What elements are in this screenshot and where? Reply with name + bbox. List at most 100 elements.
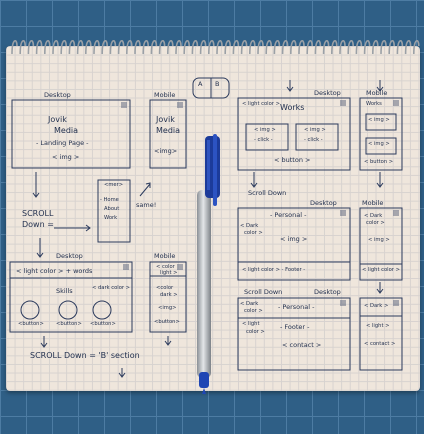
r-light-color: < light color > (242, 101, 280, 107)
spiral-ring (183, 39, 190, 55)
r3-dark-2: color > (244, 308, 263, 314)
menu-item-2: About (104, 206, 120, 212)
r-img-2: < img > (304, 127, 326, 133)
skill-button-2: <button> (56, 321, 82, 327)
mobile-wireframe-1 (149, 99, 187, 169)
menu-item-0: <mer> (104, 182, 124, 188)
r-label-desktop-2: Desktop (310, 199, 337, 207)
r-label-mobile-1: Mobile (366, 89, 388, 97)
spiral-ring (27, 39, 35, 55)
spiral-ring (298, 39, 305, 55)
spiral-ring (167, 39, 174, 55)
r-footer: < light color > - Footer - (242, 267, 306, 273)
scroll-text: SCROLL (22, 209, 54, 218)
r-mobile-img-1: < img > (368, 117, 390, 123)
r-img-1: < img > (254, 127, 276, 133)
spiral-ring (331, 39, 338, 55)
mobile2-img: <img> (158, 305, 177, 311)
spiral-ring (142, 39, 149, 55)
r3-m-dark: < Dark > (364, 303, 389, 309)
r-button: < button > (274, 156, 311, 164)
spiral-ring (273, 39, 281, 55)
spiral-ring (339, 39, 346, 55)
r3-personal: - Personal - (278, 303, 315, 311)
scroll-down-b-section: SCROLL Down = 'B' section (30, 351, 140, 360)
spiral-ring (60, 39, 67, 55)
r-personal: - Personal - (270, 211, 307, 219)
spiral-ring (35, 39, 43, 55)
spiral-ring (93, 39, 100, 55)
r-label-desktop-3: Desktop (314, 288, 341, 296)
menu-wireframe (97, 179, 131, 243)
r-scroll-down-2: Scroll Down (244, 288, 283, 296)
spiral-ring (249, 39, 256, 55)
label-desktop-1: Desktop (44, 91, 71, 99)
spiral-ring (413, 39, 420, 55)
spiral-ring (347, 39, 354, 55)
spiral-ring (109, 39, 117, 55)
spiral-binding-icon (11, 39, 420, 55)
r3-footer: - Footer - (280, 323, 310, 331)
spiral-ring (101, 39, 108, 55)
r-mobile-button: < button > (364, 159, 394, 165)
mobile-wireframe-r1 (359, 97, 403, 171)
landing-page-text: - Landing Page - (36, 139, 89, 147)
menu-item-1: - Home (100, 197, 119, 203)
r-dark-1: < Dark (240, 223, 259, 229)
down-text: Down = (22, 220, 54, 229)
spiral-ring (216, 39, 223, 55)
mobile-title-media: Media (156, 126, 181, 135)
light-color-bar: < light color > + words (16, 267, 93, 275)
r-m-dark-2: color > (366, 220, 385, 226)
label-mobile-2: Mobile (154, 252, 176, 260)
img-placeholder: < img > (52, 153, 80, 161)
spiral-ring (117, 39, 125, 55)
spiral-ring (290, 39, 297, 55)
desktop-wireframe-r1 (237, 97, 351, 171)
spiral-ring (363, 39, 371, 55)
r-click-2: - click - (304, 137, 323, 143)
spiral-ring (257, 39, 264, 55)
r-m-img: < img > (368, 237, 390, 243)
spiral-ring (404, 39, 412, 55)
mobile2-light1: < color (156, 264, 175, 270)
label-desktop-2: Desktop (56, 252, 83, 260)
spiral-ring (158, 39, 166, 55)
r-label-mobile-2: Mobile (362, 199, 384, 207)
same-note: same! (136, 201, 157, 209)
spiral-ring (388, 39, 395, 55)
spiral-ring (380, 39, 387, 55)
tab-b: B (215, 80, 220, 88)
spiral-ring (150, 39, 158, 55)
desktop-wireframe-1 (11, 99, 131, 169)
r-img: < img > (280, 235, 308, 243)
r3-dark-1: < Dark (240, 301, 259, 307)
r-label-desktop-1: Desktop (314, 89, 341, 97)
mobile2-dark1: <color (156, 285, 174, 291)
menu-item-3: Work (104, 215, 118, 221)
mobile-wireframe-r2 (359, 207, 403, 281)
r-m-light: < light color > (362, 267, 400, 273)
r-works-title: Works (280, 103, 305, 112)
spiral-ring (85, 39, 92, 55)
skills-title: Skills (56, 287, 73, 295)
spiral-ring (11, 39, 18, 55)
r3-contact: < contact > (282, 341, 322, 349)
spiral-ring (134, 39, 141, 55)
spiral-ring (355, 39, 363, 55)
spiral-ring (224, 39, 231, 55)
spiral-ring (19, 39, 26, 55)
mobile2-button: <button> (154, 319, 180, 325)
tab-a: A (198, 80, 203, 88)
mobile2-light2: light > (160, 270, 178, 276)
spiral-ring (396, 39, 404, 55)
spiral-ring (44, 39, 51, 55)
r3-light-1: < light (242, 321, 260, 327)
mobile-wireframe-r3 (359, 297, 403, 371)
title-jovik: Jovik (48, 115, 67, 124)
mobile2-dark2: dark > (160, 292, 178, 298)
mobile-img: <img> (154, 147, 178, 155)
r-click-1: - click - (254, 137, 273, 143)
